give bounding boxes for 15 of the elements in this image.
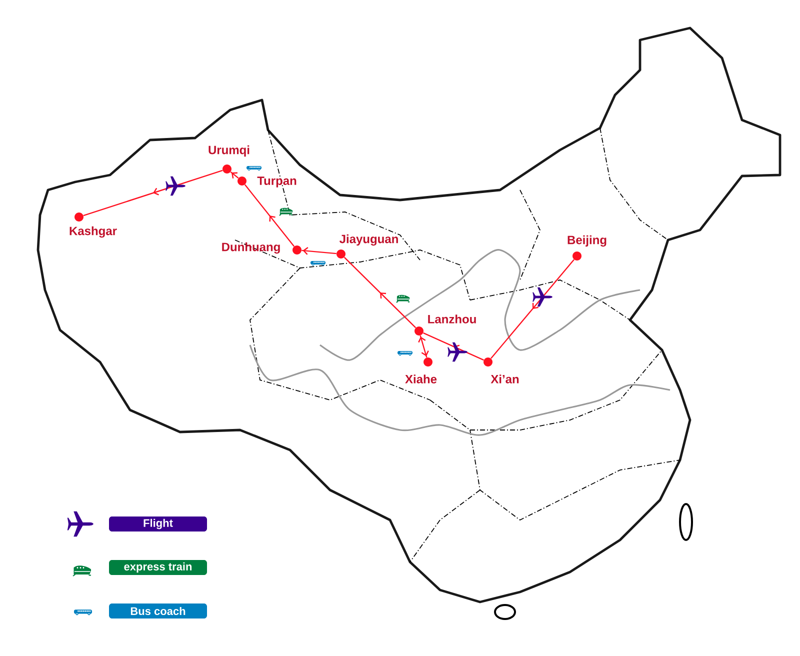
city-label: Lanzhou: [428, 314, 476, 324]
route-arrow: [230, 171, 239, 179]
city-label: Turpan: [257, 176, 296, 188]
city-label: Beijing: [568, 235, 606, 247]
route-arrow: [418, 335, 429, 358]
legend-badge: Bus coach: [109, 604, 207, 618]
route-arrow: [302, 247, 336, 255]
legend-badge: Flight: [109, 516, 207, 532]
legend-badge: express train: [109, 560, 207, 575]
city-label: Kashgar: [70, 226, 117, 238]
city-label: Urumqi: [208, 145, 250, 157]
city-label: Xi’an: [490, 374, 519, 384]
city-label: Jiayuguan: [340, 234, 398, 246]
city-label: Xiahe: [405, 374, 437, 384]
city-label: Dunhuang: [222, 242, 280, 254]
